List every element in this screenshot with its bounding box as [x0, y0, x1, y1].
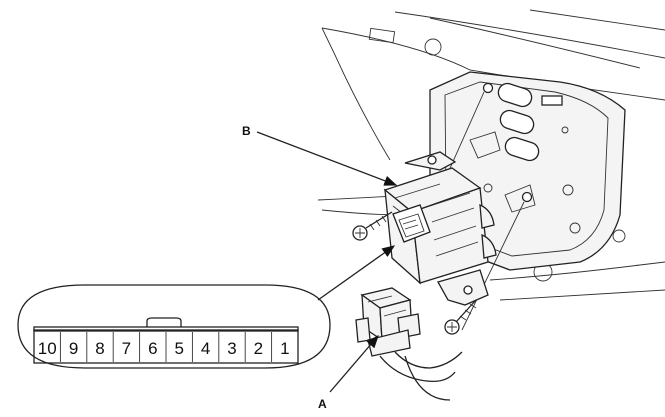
connector-pin-label: 7 [122, 339, 131, 358]
connector-pin-label: 2 [254, 339, 263, 358]
screw-left [352, 211, 393, 241]
connector-pin-label: 1 [280, 339, 289, 358]
connector-pin-label: 9 [69, 339, 78, 358]
connector-pin-label: 4 [201, 339, 210, 358]
connector-pin-label: 10 [38, 339, 57, 358]
connector-pin-label: 6 [148, 339, 157, 358]
connector-pin-label: 8 [95, 339, 104, 358]
connector-pin-label: 5 [174, 339, 183, 358]
harness-connector [355, 287, 463, 401]
callout-a-label: A [318, 397, 327, 411]
callout-b-label: B [242, 124, 251, 138]
connector-pin-label: 3 [227, 339, 236, 358]
screw-right [444, 299, 477, 335]
callout-b-leader [256, 131, 398, 186]
connector-face-inset: 10 9 8 7 6 5 4 3 2 1 [17, 284, 331, 369]
callout-a-leader [329, 335, 379, 393]
inset-pointer-arrow [317, 245, 396, 301]
power-window-switch [383, 151, 497, 306]
